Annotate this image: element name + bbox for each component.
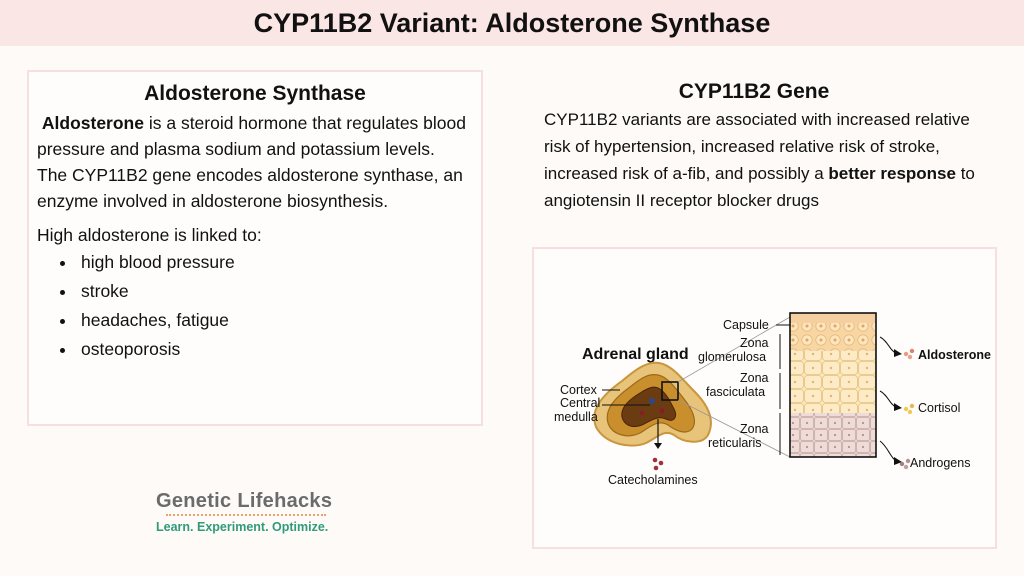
list-item: headaches, fatigue [77, 306, 481, 335]
gene-text-bold: better response [828, 164, 956, 183]
list-item: stroke [77, 277, 481, 306]
zona-retic-label-1: Zona [740, 422, 769, 436]
adrenal-diagram: Adrenal gland Cortex Central medulla Cat… [554, 312, 991, 487]
card-heading: Aldosterone Synthase [144, 82, 366, 105]
adrenal-figure-card: Adrenal gland Cortex Central medulla Cat… [532, 247, 997, 549]
medulla-label: medulla [554, 410, 598, 424]
glomerulosa-layer [790, 323, 876, 351]
list-item: high blood pressure [77, 248, 481, 277]
reticularis-layer [790, 413, 876, 457]
catecholamines-label: Catecholamines [608, 473, 698, 487]
zona-glom-label-1: Zona [740, 336, 769, 350]
aldosterone-definition: is a steroid hormone that regulates bloo… [37, 113, 466, 159]
androgens-output-label: Androgens [910, 456, 970, 470]
zoom-box [661, 381, 679, 401]
zona-retic-label-2: reticularis [708, 436, 762, 450]
cortisol-output-label: Cortisol [918, 401, 960, 415]
aldosterone-output-label: Aldosterone [918, 348, 991, 362]
adrenal-gland-label: Adrenal gland [582, 346, 689, 363]
gene-text-end: to angiotensin II receptor blocker drugs [544, 164, 975, 210]
tissue-column [789, 312, 877, 458]
capsule-layer [790, 313, 876, 323]
cyp11b2-gene-section: CYP11B2 Gene CYP11B2 variants are associ… [544, 80, 984, 214]
gene-paragraph: CYP11B2 variants are associated with inc… [544, 106, 984, 214]
central-label: Central [560, 396, 600, 410]
list-item: osteoporosis [77, 335, 481, 364]
logo-tagline: Learn. Experiment. Optimize. [156, 520, 329, 534]
aldosterone-description: Aldosterone is a steroid hormone that re… [37, 110, 481, 162]
logo-name: Genetic Lifehacks [156, 490, 333, 512]
title-bar: CYP11B2 Variant: Aldosterone Synthase [0, 0, 1024, 46]
gene-heading: CYP11B2 Gene [678, 80, 830, 103]
genetic-lifehacks-logo[interactable]: Genetic Lifehacks Learn. Experiment. Opt… [156, 490, 356, 534]
cortex-label: Cortex [560, 383, 598, 397]
aldosterone-synthase-card: Aldosterone Synthase Aldosterone is a st… [27, 70, 483, 426]
zona-fasc-label-1: Zona [740, 371, 769, 385]
linked-intro: High aldosterone is linked to: [37, 225, 262, 245]
zona-fasc-label-2: fasciculata [706, 385, 765, 399]
logo-divider [166, 514, 326, 518]
gene-text: CYP11B2 variants are associated with inc… [544, 110, 970, 183]
gene-description: The CYP11B2 gene encodes aldosterone syn… [37, 165, 463, 211]
linked-conditions-list: high blood pressure stroke headaches, fa… [29, 248, 481, 364]
zona-glom-label-2: glomerulosa [698, 350, 766, 364]
page-title: CYP11B2 Variant: Aldosterone Synthase [253, 7, 771, 38]
fasciculata-layer [790, 351, 876, 413]
capsule-label: Capsule [723, 318, 769, 332]
aldosterone-term: Aldosterone [41, 113, 144, 133]
